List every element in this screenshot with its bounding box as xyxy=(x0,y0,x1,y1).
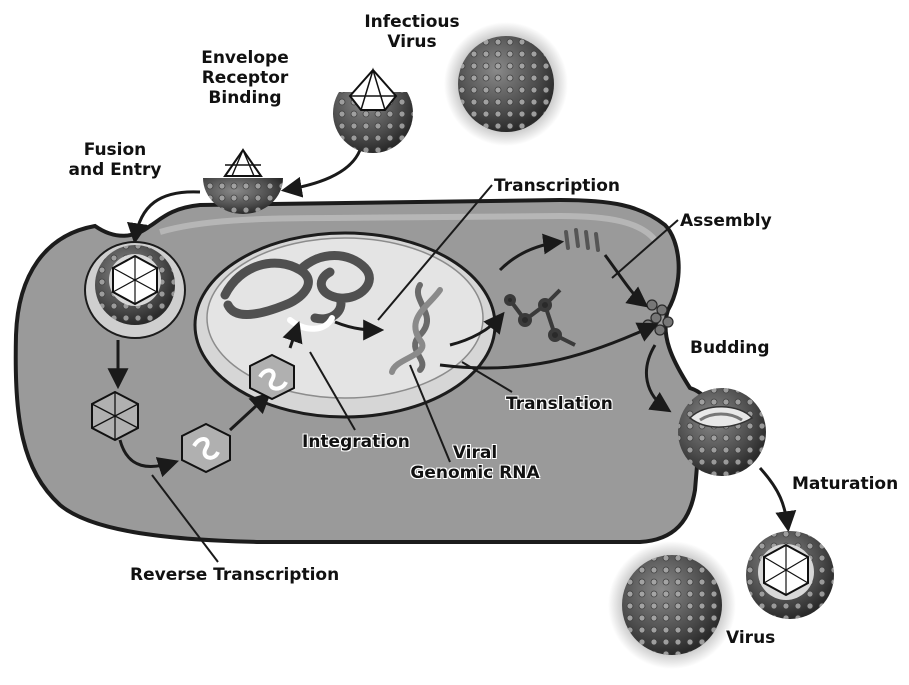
label-viral-genomic-rna: Viral Genomic RNA xyxy=(410,443,540,483)
label-envelope-line3: Binding xyxy=(190,88,300,108)
label-budding: Budding xyxy=(690,338,770,358)
label-virus: Virus xyxy=(726,628,775,648)
arrow-binding xyxy=(285,150,360,190)
entry-vesicle xyxy=(85,242,185,338)
infectious-virion-cutaway xyxy=(333,60,413,153)
label-envelope-line2: Receptor xyxy=(190,68,300,88)
label-envelope-receptor-binding: Envelope Receptor Binding xyxy=(190,48,300,108)
label-translation: Translation xyxy=(506,394,613,414)
preintegration-complex xyxy=(250,355,294,399)
mature-virion-whole xyxy=(608,541,736,669)
mature-virion-cutaway xyxy=(746,531,834,619)
label-maturation: Maturation xyxy=(792,474,898,494)
label-fusion-line2: and Entry xyxy=(60,160,170,180)
label-viral-rna-line2: Genomic RNA xyxy=(410,463,540,483)
budding-virion xyxy=(678,388,766,476)
label-fusion-and-entry: Fusion and Entry xyxy=(60,140,170,180)
label-viral-rna-line1: Viral xyxy=(410,443,540,463)
label-infectious-virus-line1: Infectious xyxy=(352,12,472,32)
label-infectious-virus: Infectious Virus xyxy=(352,12,472,52)
label-integration: Integration xyxy=(302,432,410,452)
arrow-maturation xyxy=(760,468,788,528)
label-infectious-virus-line2: Virus xyxy=(352,32,472,52)
label-fusion-line1: Fusion xyxy=(60,140,170,160)
label-transcription: Transcription xyxy=(494,176,620,196)
label-reverse-transcription: Reverse Transcription xyxy=(130,565,339,585)
label-assembly: Assembly xyxy=(680,211,772,231)
label-envelope-line1: Envelope xyxy=(190,48,300,68)
